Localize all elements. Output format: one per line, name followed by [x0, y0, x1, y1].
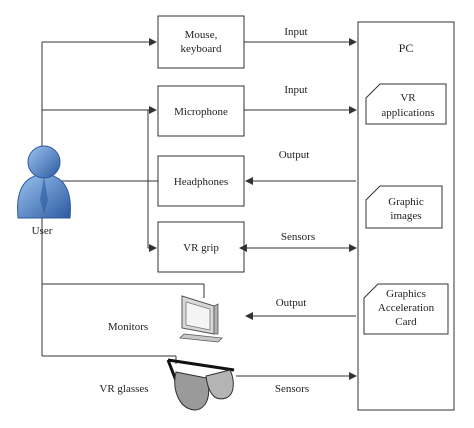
headphones-box: Headphones — [157, 155, 245, 207]
graphic-images-line1: Graphic — [388, 196, 424, 208]
label-sensors-1: Sensors — [281, 231, 315, 243]
mouse-keyboard-box: Mouse, keyboard — [157, 15, 245, 69]
headphones-label: Headphones — [174, 176, 228, 188]
vr-applications-box: VR applications — [365, 83, 447, 125]
pc-title: PC — [399, 41, 414, 55]
gac-line2: Acceleration — [378, 302, 435, 314]
graphic-images-box: Graphic images — [365, 185, 443, 229]
gac-line1: Graphics — [386, 288, 426, 300]
vr-glasses-icon — [166, 358, 235, 411]
vr-glasses-label: VR glasses — [99, 383, 148, 395]
microphone-label: Microphone — [174, 106, 228, 118]
label-sensors-2: Sensors — [275, 383, 309, 395]
vr-apps-line2: applications — [381, 107, 434, 119]
monitor-icon — [179, 295, 223, 343]
user-icon — [17, 145, 71, 219]
monitors-label: Monitors — [108, 321, 148, 333]
vr-grip-box: VR grip — [157, 221, 245, 273]
label-output-2: Output — [276, 297, 307, 309]
vr-grip-label: VR grip — [183, 242, 219, 254]
graphic-images-line2: images — [390, 210, 421, 222]
microphone-box: Microphone — [157, 85, 245, 137]
label-input-2: Input — [284, 84, 307, 96]
mouse-line1: Mouse, — [185, 29, 218, 41]
vr-apps-line1: VR — [400, 92, 416, 104]
user-label: User — [32, 225, 53, 237]
label-input-1: Input — [284, 26, 307, 38]
gac-line3: Card — [395, 316, 417, 328]
graphics-acceleration-card-box: Graphics Acceleration Card — [363, 283, 449, 335]
label-output-1: Output — [279, 149, 310, 161]
mouse-line2: keyboard — [181, 43, 222, 55]
